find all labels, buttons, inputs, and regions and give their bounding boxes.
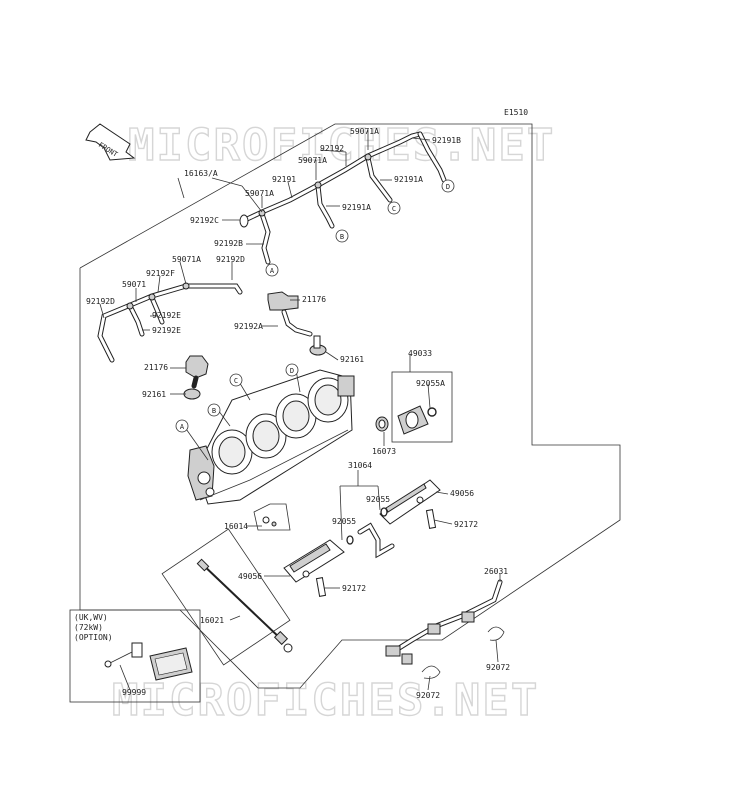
svg-text:B: B: [340, 233, 344, 241]
svg-text:D: D: [290, 367, 294, 375]
part-label: 92172: [342, 584, 366, 593]
part-label: 16073: [372, 447, 396, 456]
option-plate-icon: [149, 647, 193, 681]
svg-text:A: A: [180, 423, 185, 431]
clamp-icon: [314, 181, 322, 189]
screw-16014: [253, 503, 291, 531]
part-labels: 16163/A 59071A 92191B 92192 59071A 92191…: [86, 127, 510, 700]
throttle-cable-16021: [161, 528, 293, 666]
option-box: [69, 609, 201, 703]
part-label: 16021: [200, 616, 224, 625]
part-label: 92192C: [190, 216, 219, 225]
part-label: 49056: [450, 489, 474, 498]
svg-text:A: A: [270, 267, 275, 275]
part-label: 59071: [122, 280, 146, 289]
part-label: 26031: [484, 567, 508, 576]
part-label: 92172: [454, 520, 478, 529]
sensor-49033-group: [375, 371, 453, 443]
callout-b: B B: [207, 229, 349, 417]
clamp-icon: [364, 153, 372, 161]
option-line-1: (UK,WV): [74, 613, 108, 622]
part-label: 92192D: [216, 255, 245, 264]
part-label: 92192E: [152, 326, 181, 335]
diagram-code: E1510: [504, 108, 528, 117]
svg-text:D: D: [446, 183, 450, 191]
part-label: 49056: [238, 572, 262, 581]
part-label: 21176: [144, 363, 168, 372]
option-line-3: (OPTION): [74, 633, 113, 642]
part-label: 92055A: [416, 379, 445, 388]
part-label: 92192: [320, 144, 344, 153]
part-label: 92192D: [86, 297, 115, 306]
part-label: 92191B: [432, 136, 461, 145]
part-label: 92055: [332, 517, 356, 526]
callout-d: D D: [285, 179, 455, 377]
front-arrow-icon: FRONT: [85, 123, 136, 161]
fuel-hose-31064: [346, 507, 395, 559]
part-label: 92072: [416, 691, 440, 700]
part-label: 16163/A: [184, 169, 218, 178]
option-part-number: 99999: [122, 688, 146, 697]
part-label: 92161: [142, 390, 166, 399]
throttle-body-assembly: [187, 369, 355, 505]
clamp-icon: [126, 302, 134, 310]
watermark-top: MICROFICHES.NET: [128, 120, 555, 171]
part-label: 92072: [486, 663, 510, 672]
fuel-rail-lower: [283, 539, 345, 597]
part-label: 59071A: [298, 156, 327, 165]
part-label: 92192E: [152, 311, 181, 320]
clip-icon: [487, 626, 505, 641]
part-label: 16014: [224, 522, 248, 531]
callout-c: C C: [229, 201, 401, 387]
callout-a: A A: [175, 263, 279, 433]
fuel-rail-upper: [379, 479, 441, 529]
part-label: 92161: [340, 355, 364, 364]
pressure-sensor-right-icon: [267, 291, 327, 356]
wiring-harness-26031: [385, 579, 503, 665]
hose-network-top: [239, 131, 447, 265]
part-label: 92191: [272, 175, 296, 184]
part-label: 92191A: [342, 203, 371, 212]
svg-text:B: B: [212, 407, 216, 415]
part-label: 92192F: [146, 269, 175, 278]
part-label: 92192A: [234, 322, 263, 331]
part-label: 59071A: [245, 189, 274, 198]
part-label: 92192B: [214, 239, 243, 248]
watermark-bottom: MICROFICHES.NET: [112, 675, 539, 726]
pressure-sensor-left-icon: [183, 355, 209, 400]
part-label: 59071A: [172, 255, 201, 264]
leader-lines: [99, 130, 501, 691]
svg-text:C: C: [234, 377, 238, 385]
svg-text:C: C: [392, 205, 396, 213]
clamp-icon: [148, 293, 156, 301]
option-bolt-icon: [104, 642, 143, 668]
clip-icon: [421, 665, 441, 679]
part-label: 21176: [302, 295, 326, 304]
part-label: 49033: [408, 349, 432, 358]
part-label: 59071A: [350, 127, 379, 136]
part-label: 31064: [348, 461, 372, 470]
part-label: 92191A: [394, 175, 423, 184]
option-line-2: (72kW): [74, 623, 103, 632]
part-label: 92055: [366, 495, 390, 504]
hose-network-left: [97, 282, 243, 363]
clamp-icon: [258, 209, 266, 217]
